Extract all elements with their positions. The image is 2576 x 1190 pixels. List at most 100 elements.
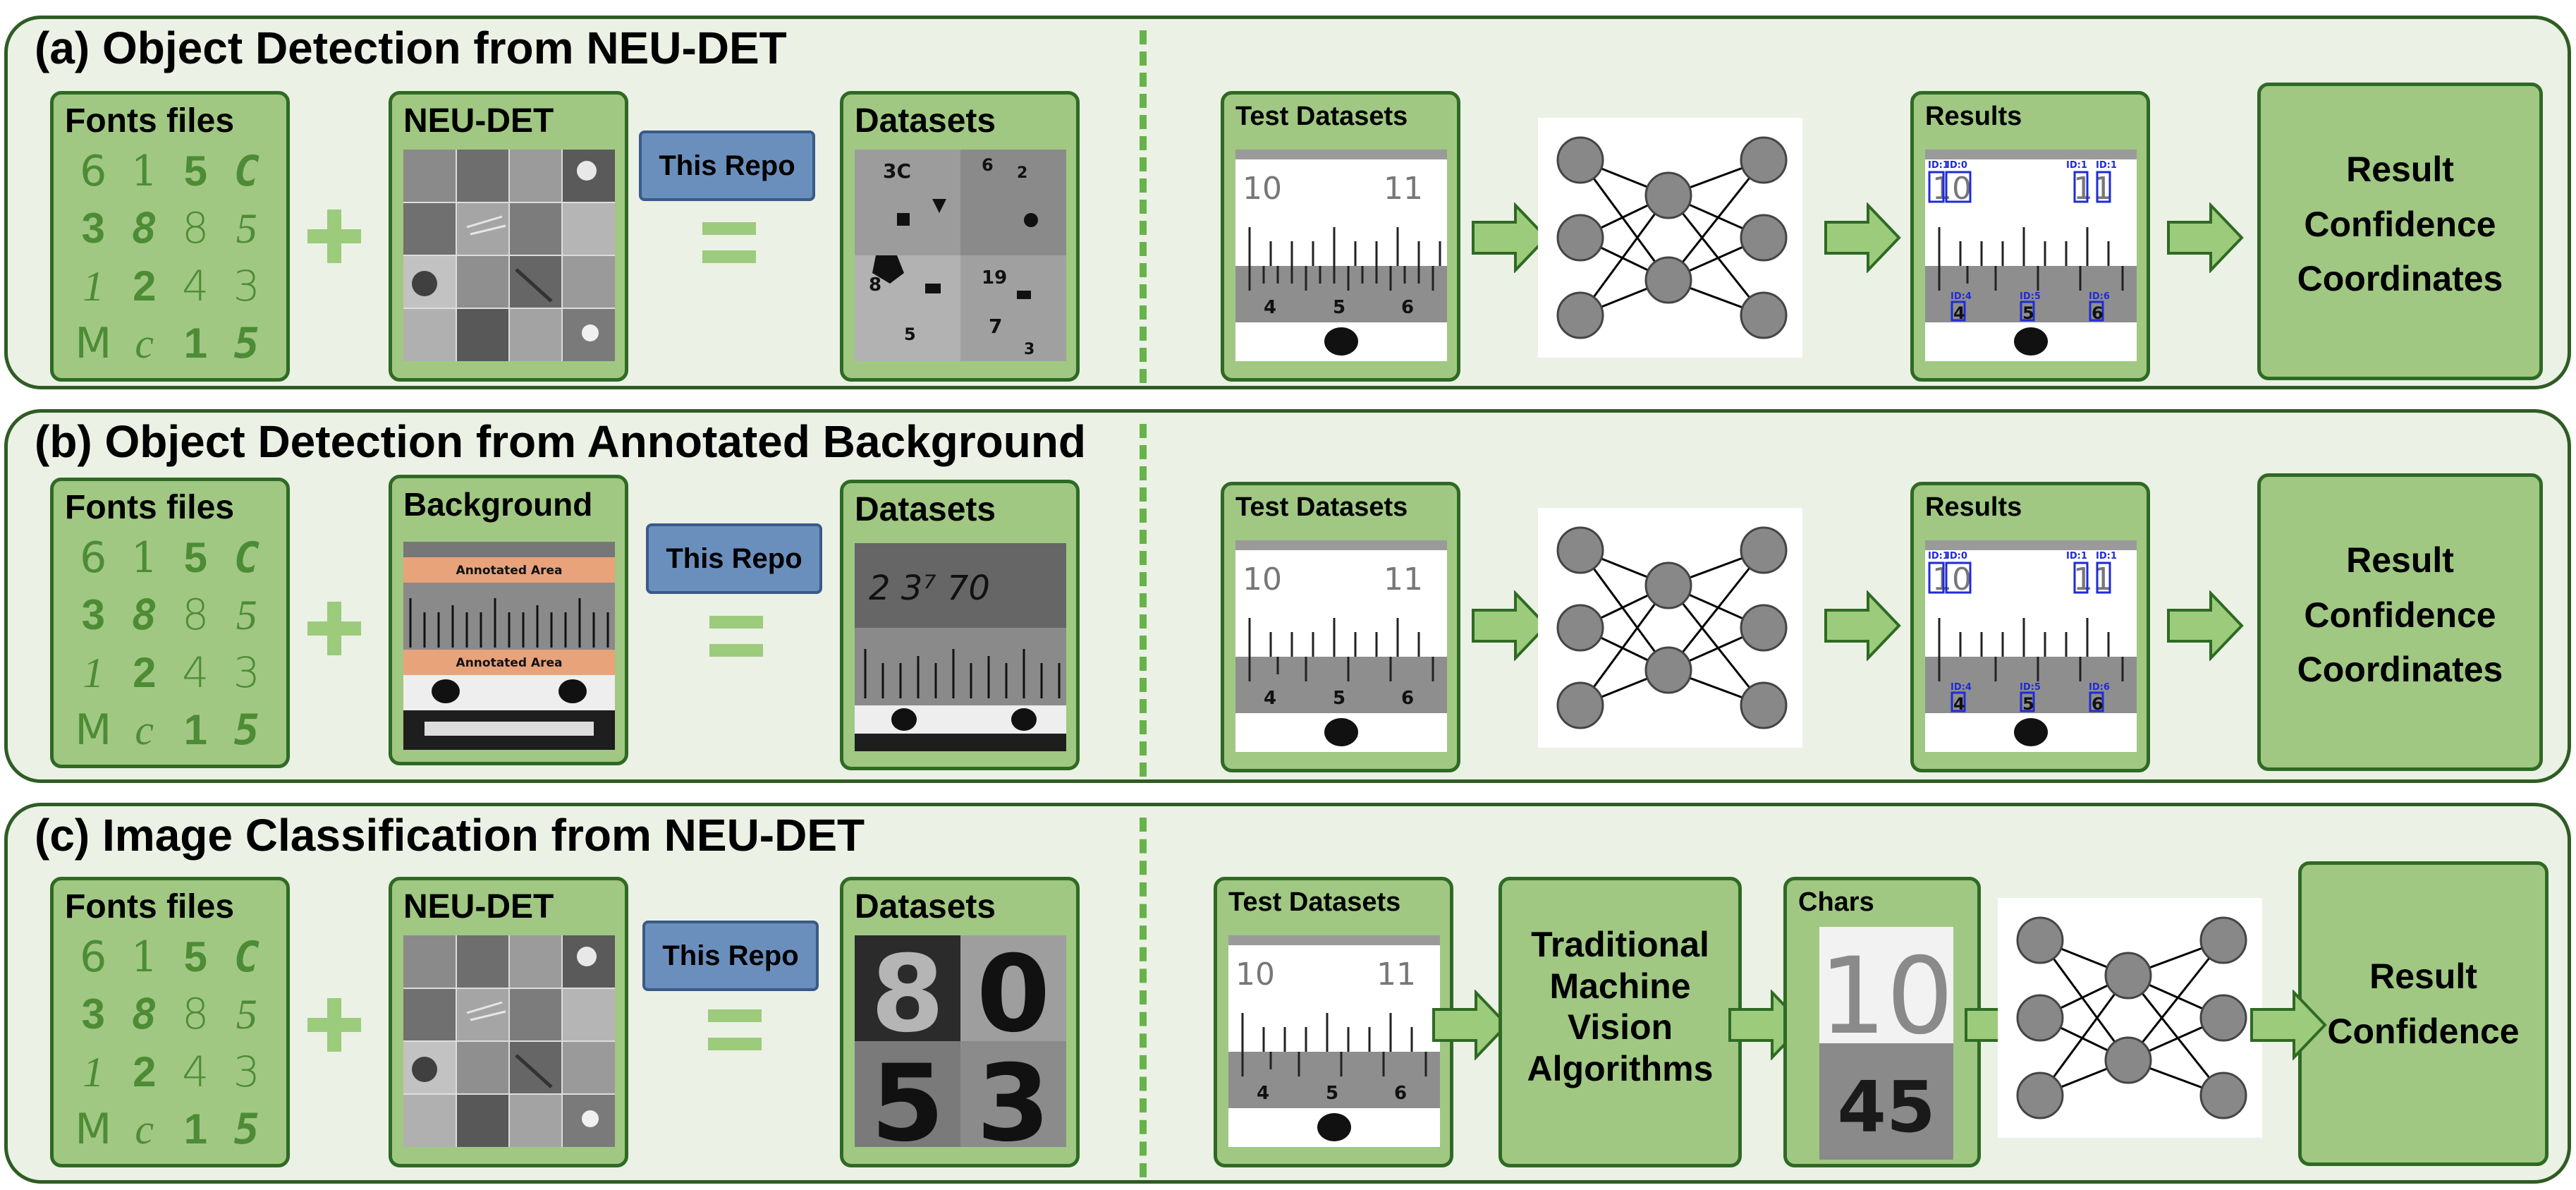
arrow-icon bbox=[1824, 590, 1901, 661]
font-glyph: 6 bbox=[80, 533, 107, 583]
font-glyph: c bbox=[135, 707, 154, 754]
panel-divider bbox=[1140, 30, 1147, 383]
panel-title: (c) Image Classification from NEU-DET bbox=[35, 810, 865, 861]
svg-text:5: 5 bbox=[2022, 694, 2034, 714]
chars-sample-image: 10 45 bbox=[1819, 927, 1953, 1160]
chars-bottom-text: 45 bbox=[1837, 1066, 1935, 1148]
this-repo-label: This Repo bbox=[646, 523, 822, 594]
ruler-test-image: 10 11 4 5 6 bbox=[1235, 540, 1447, 752]
font-glyph: C bbox=[233, 932, 260, 982]
background-box: Background Annotated Area Annotated Area bbox=[389, 475, 628, 765]
arrow-icon bbox=[1472, 202, 1549, 273]
svg-text:ID:6: ID:6 bbox=[2089, 291, 2110, 302]
svg-text:6: 6 bbox=[1394, 1083, 1407, 1104]
panel-a: (a) Object Detection from NEU-DET Fonts … bbox=[4, 16, 2571, 389]
font-glyph: 1 bbox=[83, 262, 104, 310]
font-glyph: 5 bbox=[233, 705, 260, 755]
svg-text:10: 10 bbox=[1235, 957, 1275, 992]
ruler-number: 5 bbox=[1333, 297, 1345, 318]
svg-text:3: 3 bbox=[1024, 341, 1034, 358]
annotated-background-image: Annotated Area Annotated Area bbox=[403, 542, 615, 750]
font-glyph: 5 bbox=[183, 533, 207, 581]
fonts-files-box: Fonts files 6 1 5 C 3 8 8 5 1 2 4 3 M c … bbox=[50, 91, 290, 382]
svg-text:2: 2 bbox=[1017, 164, 1027, 182]
svg-text:ID:1: ID:1 bbox=[2096, 551, 2117, 561]
font-glyph: 5 bbox=[236, 592, 257, 639]
svg-text:ID:1: ID:1 bbox=[2066, 160, 2087, 171]
fonts-files-label: Fonts files bbox=[65, 888, 235, 925]
font-glyph-grid: 6 1 5 C 3 8 8 5 1 2 4 3 M c 1 5 bbox=[68, 928, 272, 1158]
this-repo-label: This Repo bbox=[639, 130, 815, 201]
fonts-files-box: Fonts files 6 1 5 C 3 8 8 5 1 2 4 3 M c … bbox=[50, 877, 290, 1167]
ruler-number: 4 bbox=[1264, 297, 1276, 318]
svg-text:19: 19 bbox=[982, 267, 1007, 289]
font-glyph: 3 bbox=[233, 648, 260, 698]
svg-text:ID:1: ID:1 bbox=[1928, 551, 1949, 561]
svg-text:5: 5 bbox=[1326, 1083, 1338, 1104]
ruler-number: 6 bbox=[1401, 297, 1414, 318]
svg-text:3C: 3C bbox=[883, 159, 911, 183]
font-glyph: M bbox=[75, 1105, 112, 1155]
font-glyph: 1 bbox=[130, 533, 158, 583]
svg-text:3: 3 bbox=[977, 1043, 1050, 1147]
font-glyph: 8 bbox=[131, 990, 157, 1040]
font-glyph: 2 bbox=[133, 1048, 157, 1095]
neu-det-mosaic-image bbox=[403, 150, 615, 361]
datasets-box: Datasets 2 3⁷ 70 bbox=[840, 480, 1080, 770]
ruler-number: 11 bbox=[1384, 171, 1423, 207]
font-glyph: M bbox=[75, 319, 112, 369]
font-glyph: 5 bbox=[236, 205, 257, 253]
output-line: Confidence bbox=[2304, 204, 2496, 244]
svg-text:10: 10 bbox=[1243, 561, 1282, 597]
output-line: Result bbox=[2346, 540, 2454, 580]
svg-text:4: 4 bbox=[1953, 694, 1965, 714]
svg-text:ID:1: ID:1 bbox=[1928, 160, 1949, 171]
panel-title: (b) Object Detection from Annotated Back… bbox=[35, 416, 1086, 467]
test-datasets-label: Test Datasets bbox=[1235, 102, 1408, 131]
svg-text:4: 4 bbox=[1264, 688, 1276, 709]
svg-text:7: 7 bbox=[989, 315, 1002, 338]
chars-top-text: 10 bbox=[1819, 935, 1953, 1058]
font-glyph-grid: 6 1 5 C 3 8 8 5 1 2 4 3 M c 1 5 bbox=[68, 529, 272, 759]
chars-box: Chars 10 45 bbox=[1783, 877, 1981, 1167]
font-glyph: 3 bbox=[81, 205, 105, 253]
output-box: Result Confidence Coordinates bbox=[2257, 473, 2543, 771]
font-glyph: 4 bbox=[182, 648, 209, 698]
font-glyph: 3 bbox=[81, 591, 105, 639]
algorithm-text: Traditional Machine Vision Algorithms bbox=[1502, 924, 1738, 1089]
font-glyph: 5 bbox=[183, 933, 207, 980]
panel-c: (c) Image Classification from NEU-DET Fo… bbox=[4, 803, 2571, 1184]
font-glyph: 8 bbox=[131, 204, 157, 254]
svg-text:ID:4: ID:4 bbox=[1951, 291, 1972, 302]
svg-text:8: 8 bbox=[869, 274, 881, 296]
algorithm-line: Traditional bbox=[1531, 925, 1709, 964]
results-label: Results bbox=[1925, 102, 2022, 131]
font-glyph-grid: 6 1 5 C 3 8 8 5 1 2 4 3 M c 1 5 bbox=[68, 142, 272, 372]
svg-text:ID:0: ID:0 bbox=[1946, 551, 1967, 561]
font-glyph: 3 bbox=[233, 1047, 260, 1097]
output-text: Result Confidence Coordinates bbox=[2261, 142, 2539, 307]
chars-label: Chars bbox=[1798, 887, 1874, 917]
font-glyph: c bbox=[135, 320, 154, 368]
output-box: Result Confidence bbox=[2298, 861, 2548, 1166]
svg-text:8: 8 bbox=[871, 935, 944, 1056]
ruler-test-image: 10 11 4 5 6 bbox=[1235, 150, 1447, 361]
fonts-files-label: Fonts files bbox=[65, 102, 235, 140]
font-glyph: 1 bbox=[183, 706, 207, 754]
output-text: Result Confidence bbox=[2302, 949, 2545, 1059]
neu-det-mosaic-image bbox=[403, 935, 615, 1147]
fonts-files-box: Fonts files 6 1 5 C 3 8 8 5 1 2 4 3 M c … bbox=[50, 478, 290, 768]
font-glyph: 5 bbox=[183, 147, 207, 195]
font-glyph: 1 bbox=[130, 146, 158, 196]
this-repo-label: This Repo bbox=[642, 921, 819, 991]
svg-text:11: 11 bbox=[1384, 561, 1423, 597]
traditional-algorithms-box: Traditional Machine Vision Algorithms bbox=[1498, 877, 1742, 1167]
ruler-test-image: 10 11 4 5 6 bbox=[1228, 935, 1440, 1147]
neural-network-icon bbox=[1538, 118, 1802, 358]
svg-text:5: 5 bbox=[2022, 303, 2034, 323]
output-line: Result bbox=[2346, 150, 2454, 189]
font-glyph: 1 bbox=[83, 649, 104, 696]
test-datasets-box: Test Datasets 10 11 4 5 6 bbox=[1214, 877, 1453, 1167]
